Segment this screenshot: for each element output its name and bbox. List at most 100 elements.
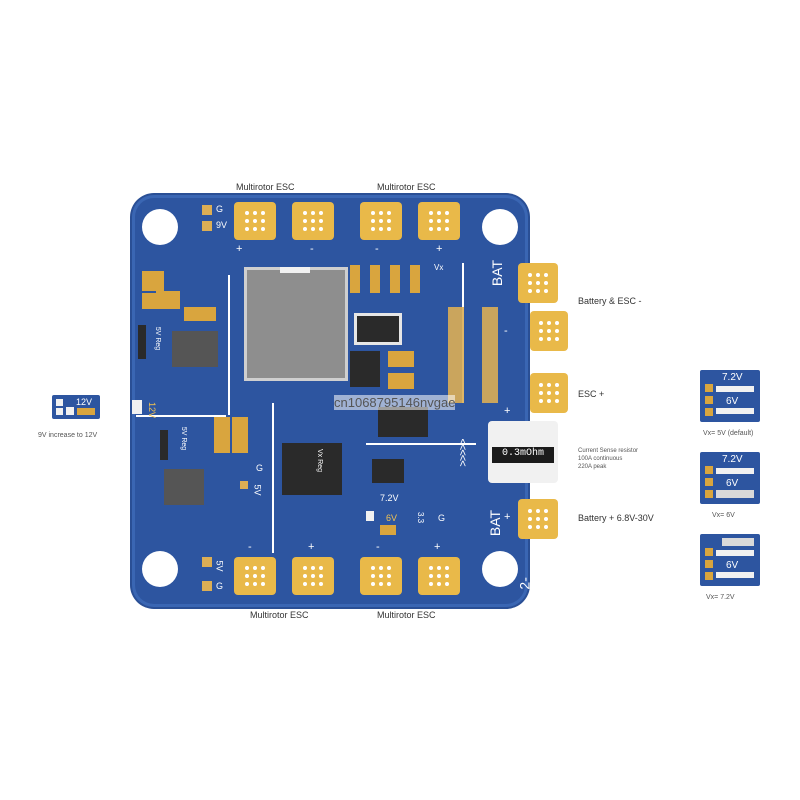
pad-via [371,582,375,586]
vx-6v-label: Vx= 6V [712,512,735,519]
vx-72v-label: Vx= 7.2V [706,594,735,601]
pcb-board: G 9V + - - + - + - + - + + Vx BAT 5V Reg… [132,195,568,607]
mount-hole [482,551,518,587]
pad-via [536,509,540,513]
silk-5v-reg-2: 5V Reg [180,426,188,451]
jumper-pad [56,399,63,406]
pad-g [202,581,212,591]
jumper-line [716,386,754,392]
pad-via [536,281,540,285]
transistor [372,459,404,483]
current-sense-line1: Current Sense resistor [578,448,639,454]
pad-via [245,566,249,570]
pad-via [245,227,249,231]
pad-via [311,227,315,231]
pad-via [379,219,383,223]
pad-via [245,582,249,586]
esc-pad [292,202,334,240]
pad-via [429,582,433,586]
capacitor [370,265,380,293]
top-esc-right-label: Multirotor ESC [377,182,436,192]
pad-via [303,219,307,223]
pad-via [445,227,449,231]
pad-via [555,337,559,341]
pad-via [539,337,543,341]
silk-minus: - [376,541,380,553]
pad-via [371,211,375,215]
silk-bat-top: BAT [489,259,506,287]
box-6v: 6V [726,396,739,407]
pad-via [245,574,249,578]
jumper-bridge [722,538,754,546]
capacitor [156,291,180,309]
current-sense-line3: 220A peak [578,464,607,470]
pad-via [528,525,532,529]
silk-plus: + [504,511,511,523]
pad-via [528,273,532,277]
pad-via [319,566,323,570]
silk-5v-reg: 5V Reg [154,326,162,351]
pad-via [261,582,265,586]
pad-via [547,383,551,387]
box-6v: 6V [726,478,739,489]
pad-via [311,574,315,578]
pad-via [379,574,383,578]
jumper-pad [705,408,713,416]
pad-via [539,391,543,395]
pad-via [253,227,257,231]
pad-via [303,582,307,586]
pad-via [253,211,257,215]
pad-via [371,566,375,570]
pad-via [536,289,540,293]
capacitor [184,307,216,321]
pad-via [437,582,441,586]
pad-via [555,329,559,333]
silk-plus: + [308,541,315,553]
vx-72v-box: 6V [700,534,760,586]
pad-via [303,227,307,231]
resistor-array [482,307,498,403]
pad-via [319,211,323,215]
pad-small [240,481,248,489]
pad-via [536,273,540,277]
pad-via [253,219,257,223]
pad-via [379,211,383,215]
bottom-esc-right-label: Multirotor ESC [377,610,436,620]
silk-g-right: G [438,513,446,523]
regulator [138,325,146,359]
pad-via [547,329,551,333]
capacitor [350,265,360,293]
inductor-tab [280,267,310,273]
jumper [366,511,374,521]
pad-via [544,289,548,293]
jumper-12v-box: 12V [52,395,100,419]
esc-pad [234,557,276,595]
pad-via [437,227,441,231]
silk-9v: 9V [216,220,228,230]
pad-via [547,391,551,395]
mosfet [350,351,380,387]
capacitor [380,525,396,535]
resistor-array [448,307,464,403]
jumper-pad [66,407,74,415]
capacitor [410,265,420,293]
silk-plus: + [436,243,443,255]
jumper-line [716,572,754,578]
pad-via [429,227,433,231]
pad-via [253,566,257,570]
pad-via [311,566,315,570]
pad-via [319,219,323,223]
inductor-small [172,331,218,367]
current-sense-line2: 100A continuous [578,456,623,462]
pad-via [539,383,543,387]
pad-via [536,517,540,521]
vx-5v-box: 7.2V 6V [700,370,760,422]
jumper-pad [705,384,713,392]
jumper-line [716,408,754,414]
vx-6v-box: 7.2V 6V [700,452,760,504]
pad-via [555,391,559,395]
bottom-esc-left-label: Multirotor ESC [250,610,309,620]
jumper-pad [705,478,713,486]
jumper-pad [56,408,63,415]
diode [354,313,402,345]
